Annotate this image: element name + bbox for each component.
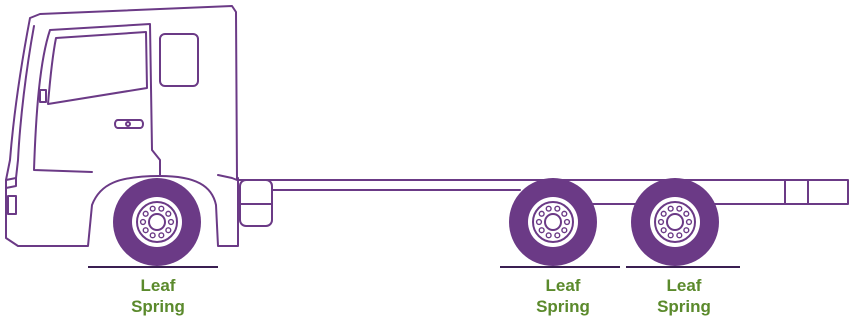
wheel-lug-rear-1 <box>563 218 571 226</box>
axle-label-front-line1: Leaf <box>140 276 176 295</box>
wheel-lug-rear-1 <box>535 218 543 226</box>
wheel-rim-front <box>132 197 182 247</box>
wheel-lug-rear-2 <box>657 218 665 226</box>
chassis-rail <box>237 179 849 205</box>
wheel-lug-rear-2 <box>683 210 690 217</box>
wheel-lug-rear-1 <box>538 210 545 217</box>
wheel-lug-rear-2 <box>667 232 674 239</box>
wheel-lug-front <box>165 227 172 234</box>
rear-window <box>159 33 199 87</box>
wheel-lug-rear-1 <box>538 227 545 234</box>
axle-label-rear-2-line2: Spring <box>657 297 711 316</box>
wheel-lug-rear-1 <box>545 205 552 212</box>
wheel-center-cap-rear-1 <box>544 213 562 231</box>
axle-label-rear-2: Leaf Spring <box>639 275 729 317</box>
cab-door <box>33 23 161 177</box>
wheel-lug-front <box>142 210 149 217</box>
wheel-lug-rear-2 <box>660 210 667 217</box>
axle-label-rear-1-line1: Leaf <box>545 276 581 295</box>
wheel-lug-front <box>167 218 175 226</box>
wheel-lug-front <box>149 232 156 239</box>
wheel-lug-front <box>158 205 165 212</box>
axle-label-front: Leaf Spring <box>113 275 203 317</box>
cab-outline <box>5 5 239 247</box>
wheel-lug-rear-1 <box>561 210 568 217</box>
wheel-lug-rear-1 <box>561 227 568 234</box>
axle-label-front-line2: Spring <box>131 297 185 316</box>
wheel-lug-front <box>139 218 147 226</box>
wheel-lug-rear-1 <box>545 232 552 239</box>
door-handle-knob <box>125 121 131 127</box>
wheel-lug-rear-2 <box>683 227 690 234</box>
wheel-rim-rear-1 <box>528 197 578 247</box>
wheel-hub-ring-rear-1 <box>532 201 574 243</box>
wheel-lug-rear-2 <box>660 227 667 234</box>
wheel-lug-rear-2 <box>685 218 693 226</box>
door-handle <box>114 119 144 129</box>
cab-inner-line <box>15 25 35 179</box>
wheel-hub-ring-front <box>136 201 178 243</box>
wheel-lug-front <box>142 227 149 234</box>
front-bumper <box>5 177 17 215</box>
wheel-center-cap-rear-2 <box>666 213 684 231</box>
axle-label-rear-2-line1: Leaf <box>666 276 702 295</box>
wheel-lug-front <box>165 210 172 217</box>
wheel-lug-rear-2 <box>667 205 674 212</box>
wheel-lug-rear-2 <box>676 205 683 212</box>
wheel-lug-front <box>149 205 156 212</box>
wheel-lug-rear-2 <box>676 232 683 239</box>
wheel-rim-rear-2 <box>650 197 700 247</box>
side-mirror <box>39 89 47 103</box>
axle-label-rear-1-line2: Spring <box>536 297 590 316</box>
wheel-hub-ring-rear-2 <box>654 201 696 243</box>
wheel-lug-rear-1 <box>554 232 561 239</box>
wheel-lug-rear-1 <box>554 205 561 212</box>
wheel-lug-front <box>158 232 165 239</box>
axle-label-rear-1: Leaf Spring <box>518 275 608 317</box>
wheel-center-cap-front <box>148 213 166 231</box>
door-window <box>47 31 148 105</box>
